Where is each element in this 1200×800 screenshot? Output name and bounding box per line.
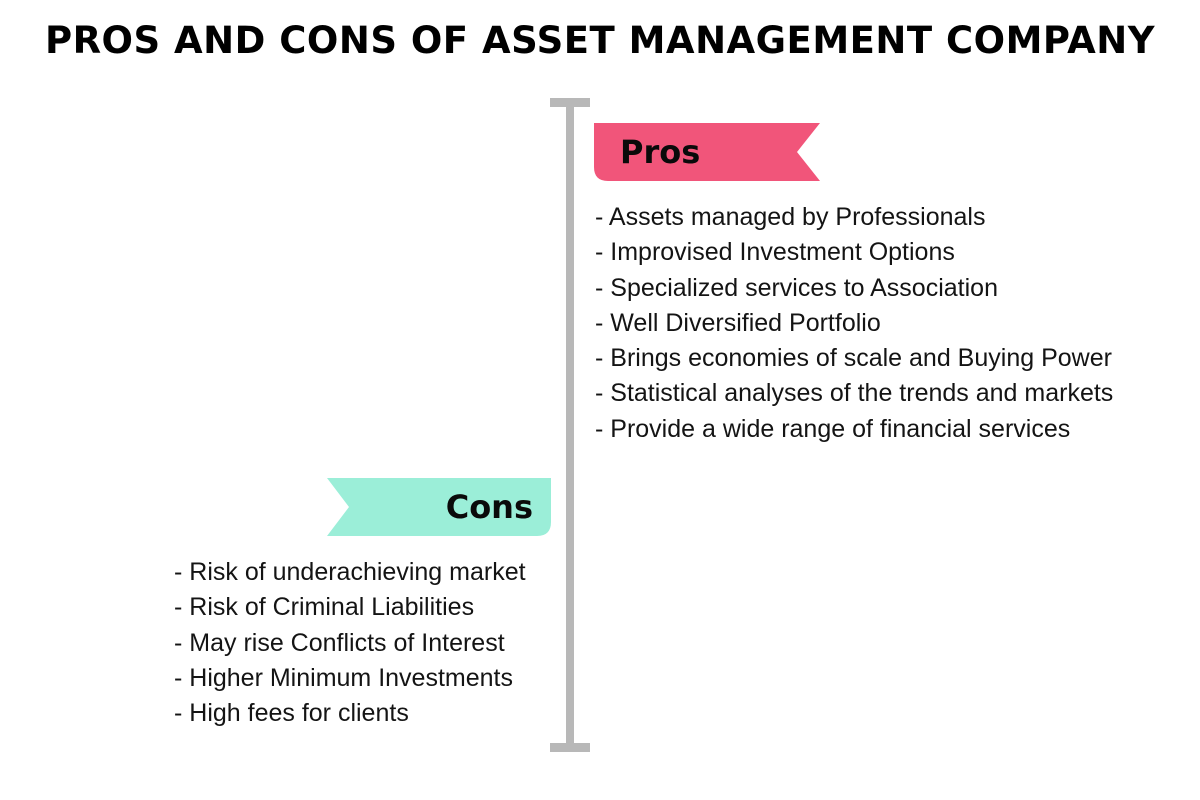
pros-heading: Pros: [620, 133, 701, 171]
page-title: PROS AND CONS OF ASSET MANAGEMENT COMPAN…: [44, 19, 1156, 62]
cons-list-item: - High fees for clients: [174, 699, 409, 728]
pros-list-item: - Specialized services to Association: [595, 273, 998, 302]
pros-banner: Pros: [594, 123, 821, 181]
pros-list-item: - Brings economies of scale and Buying P…: [595, 344, 1112, 373]
center-divider-line: [566, 101, 574, 748]
cons-list-item: - May rise Conflicts of Interest: [174, 628, 505, 657]
cons-list-item: - Risk of Criminal Liabilities: [174, 593, 475, 622]
cons-list-item: - Risk of underachieving market: [174, 558, 526, 586]
pros-banner-shape: [594, 123, 820, 181]
pros-list: - Assets managed by Professionals - Impr…: [595, 200, 1113, 447]
cons-list-item: - Higher Minimum Investments: [174, 663, 513, 692]
cons-banner: Cons: [327, 478, 551, 536]
cons-heading: Cons: [445, 488, 533, 526]
pros-list-item: - Well Diversified Portfolio: [595, 308, 881, 337]
divider-bottom-cap: [550, 743, 590, 752]
cons-banner-shape: [327, 478, 551, 536]
pros-list-item: - Provide a wide range of financial serv…: [595, 414, 1071, 443]
pros-list-item: - Assets managed by Professionals: [595, 203, 986, 231]
pros-list-item: - Improvised Investment Options: [595, 238, 955, 267]
cons-list: - Risk of underachieving market - Risk o…: [174, 555, 526, 731]
pros-list-item: - Statistical analyses of the trends and…: [595, 379, 1114, 408]
